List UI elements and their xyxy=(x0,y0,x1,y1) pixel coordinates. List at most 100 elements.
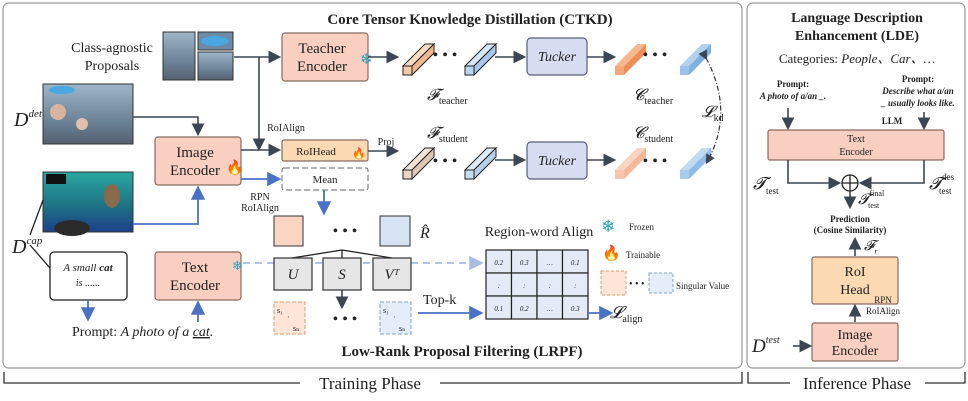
svd-vt-label: Vᵀ xyxy=(385,267,401,283)
caption-image xyxy=(42,171,134,236)
teacher-feature-first xyxy=(401,42,436,77)
d-det-label: Ddet xyxy=(13,108,43,131)
caption-line-1: A small cat xyxy=(62,262,113,274)
training-panel xyxy=(2,2,743,369)
caption-line-2: is ...... xyxy=(76,278,100,289)
proposals-label-2: Proposals xyxy=(85,59,139,74)
lde-roi-head-label-1: RoI xyxy=(845,265,866,280)
region-feature-last xyxy=(379,215,411,247)
image-encoder-box xyxy=(154,136,242,186)
lde-text-encoder-box xyxy=(767,129,945,161)
svd-u-label: U xyxy=(288,267,300,283)
lde-rpn-label: RPN xyxy=(874,295,892,305)
inference-panel xyxy=(746,2,966,369)
text-encoder-label-2: Encoder xyxy=(170,278,220,294)
student-feature-first xyxy=(401,146,436,181)
teacher-encoder-label-1: Teacher xyxy=(298,41,345,57)
lde-roi-head-label-2: Head xyxy=(840,283,870,298)
tucker-student-label: Tucker xyxy=(538,154,577,169)
proposal-crops xyxy=(162,31,234,81)
proj-label: Proj xyxy=(378,137,395,148)
matrix-cell-value: 0.2 xyxy=(520,305,529,313)
lde-image-encoder-label-1: Image xyxy=(838,328,873,343)
teacher-feature-dots: • • • xyxy=(433,47,458,64)
region-word-align-label: Region-word Align xyxy=(485,225,594,240)
svd-s-label: S xyxy=(338,267,346,283)
fusion-plus-icon xyxy=(841,174,859,192)
rpn-label: RPN xyxy=(250,192,269,203)
matrix-cell-value: … xyxy=(547,305,553,313)
svg-text:sₙ: sₙ xyxy=(399,324,406,333)
student-feature-last xyxy=(463,146,498,181)
mean-box xyxy=(281,167,369,191)
matrix-cell-value: 0.1 xyxy=(494,305,503,313)
training-bracket xyxy=(3,372,743,384)
flame-icon: 🔥 xyxy=(226,159,243,176)
core-teacher-first xyxy=(615,44,646,75)
core-teacher-dots: • • • xyxy=(643,47,668,64)
training-phase-label: Training Phase xyxy=(319,374,421,393)
d-cap-label: Dcap xyxy=(11,235,43,258)
prompt-left-text: A photo of a/an _. xyxy=(759,91,826,101)
ctkd-title: Core Tensor Knowledge Distillation (CTKD… xyxy=(327,12,612,28)
prompt-left-label: Prompt: xyxy=(777,79,809,89)
matrix-cell-value: 0.3 xyxy=(520,259,529,267)
core-student-dots: • • • xyxy=(643,153,668,170)
kd-loss-arc xyxy=(698,49,722,165)
snowflake-icon: ❄ xyxy=(360,52,373,68)
singular-legend-dots: • • • xyxy=(629,279,645,290)
image-encoder-label-1: Image xyxy=(176,145,214,161)
region-feature-first xyxy=(273,215,304,247)
proposals-label-1: Class-agnostic xyxy=(71,41,153,56)
rpn-roialign-label: RoIAlign xyxy=(241,203,279,214)
singular-value-first: s₁ · sₙ xyxy=(273,301,306,335)
singular-legend-label: Singular Value xyxy=(676,281,729,291)
t-test-label: 𝓣test xyxy=(753,174,779,196)
singular-legend-icon-blue xyxy=(648,272,674,294)
singular-legend-icon-orange xyxy=(600,270,627,296)
trainable-legend-label: Trainable xyxy=(626,250,660,260)
roialign-label: RoIAlign xyxy=(267,123,305,134)
svg-text:sₙ: sₙ xyxy=(293,324,300,333)
roihead-label: RoIHead xyxy=(296,146,336,158)
student-feature-dots: • • • xyxy=(433,153,458,170)
f-r-label: 𝓕r xyxy=(864,239,879,256)
lrpf-title: Low-Rank Proposal Filtering (LRPF) xyxy=(342,344,583,360)
lde-image-encoder-label-2: Encoder xyxy=(832,344,879,359)
c-student-label: 𝓒student xyxy=(633,125,673,145)
f-teacher-label: 𝓕teacher xyxy=(427,87,468,107)
svg-text:s₁: s₁ xyxy=(277,306,283,315)
core-student-last xyxy=(680,148,711,179)
mean-label: Mean xyxy=(312,174,338,186)
matrix-cell-value: : xyxy=(574,282,576,290)
matrix-cell-value: 0.3 xyxy=(571,305,580,313)
inference-phase-label: Inference Phase xyxy=(803,374,911,393)
matrix-cell-value: : xyxy=(498,282,500,290)
categories-line: Categories: People、Car、… xyxy=(779,51,935,66)
snowflake-icon: ❄ xyxy=(232,258,243,273)
svd-u-box xyxy=(273,257,313,291)
text-encoder-label-1: Text xyxy=(182,260,209,276)
tucker-teacher-label: Tucker xyxy=(538,50,577,65)
caption-box xyxy=(49,251,128,301)
lde-roialign-label: RoIAlign xyxy=(866,306,901,316)
text-encoder-box xyxy=(154,251,242,301)
prompt-right-text-1: Describe what a/an xyxy=(881,86,954,96)
c-teacher-label: 𝓒teacher xyxy=(633,87,674,107)
matrix-cell-value: … xyxy=(547,259,553,267)
prompt-right-label: Prompt: xyxy=(902,74,934,84)
llm-label: LLM xyxy=(882,116,903,126)
f-student-label: 𝓕student xyxy=(427,125,468,145)
prediction-label: Prediction xyxy=(830,214,870,224)
region-feature-dots: • • • xyxy=(333,223,358,240)
l-align-label: 𝓛align xyxy=(610,303,642,325)
core-student-first xyxy=(615,148,646,179)
svg-text:·: · xyxy=(393,313,396,322)
matrix-cell-value: 0.1 xyxy=(571,259,580,267)
topk-label: Top-k xyxy=(423,293,456,308)
singular-value-dots: • • • xyxy=(333,311,358,328)
lde-text-encoder-label-2: Encoder xyxy=(839,147,873,158)
cosine-similarity-label: (Cosine Similarity) xyxy=(814,225,887,235)
